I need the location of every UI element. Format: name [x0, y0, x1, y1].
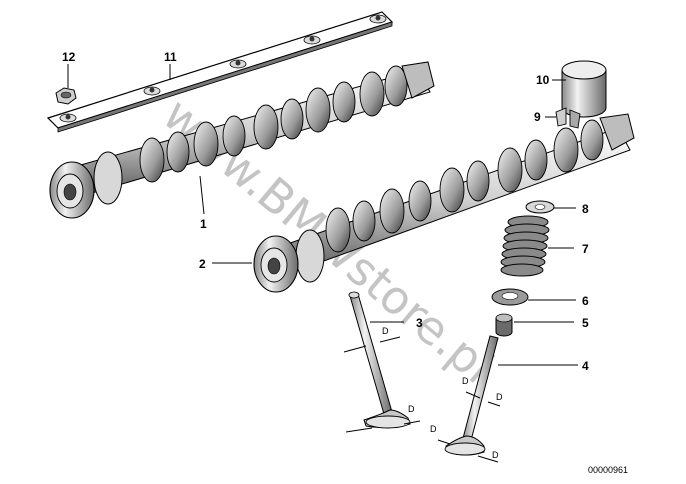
dim-label-d: D [408, 404, 415, 414]
document-number: 00000961 [588, 465, 628, 475]
camshaft-upper [49, 61, 435, 219]
callout-5: 5 [582, 316, 589, 330]
bucket-tappet [561, 60, 607, 118]
leader-lines [67, 64, 578, 366]
valve-exhaust [444, 335, 499, 456]
nut [55, 87, 77, 105]
callout-3: 3 [416, 316, 423, 330]
spring-seat [491, 288, 529, 306]
spring-retainer [525, 200, 555, 214]
dim-label-d: D [496, 392, 503, 402]
valve-intake [348, 291, 411, 429]
callout-8: 8 [582, 202, 589, 216]
dim-label-d: D [430, 424, 437, 434]
dimension-marks: D D D D D D [343, 326, 503, 463]
camshaft-lower [253, 113, 635, 293]
callout-7: 7 [582, 242, 589, 256]
dim-label-d: D [462, 376, 469, 386]
camshaft-rail [46, 11, 394, 133]
valve-spring [500, 215, 550, 277]
callout-4: 4 [582, 359, 589, 373]
dim-label-d: D [492, 450, 499, 460]
callout-6: 6 [582, 294, 589, 308]
dim-label-d: D [382, 326, 389, 336]
callout-11: 11 [164, 50, 177, 64]
callout-2: 2 [199, 257, 206, 271]
valve-stem-seal [495, 313, 513, 337]
callout-9: 9 [534, 110, 541, 124]
callout-12: 12 [62, 50, 76, 64]
valve-keepers [555, 107, 581, 129]
callout-10: 10 [536, 73, 550, 87]
callout-1: 1 [200, 217, 207, 231]
